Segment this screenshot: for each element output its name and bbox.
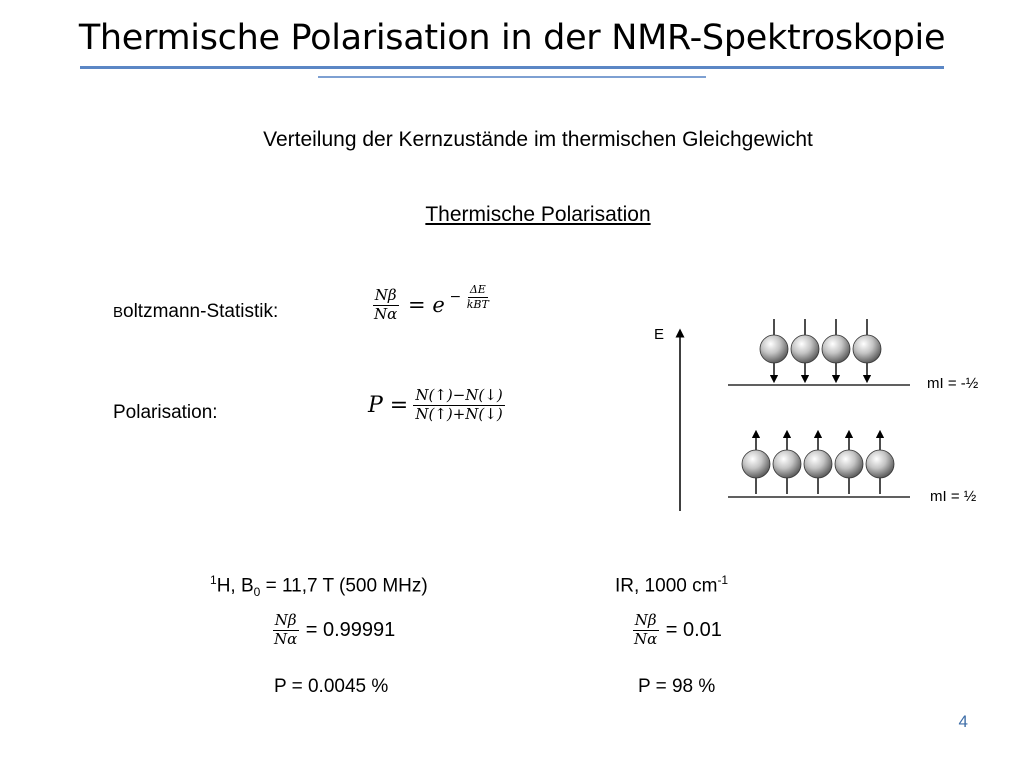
ir-ratio-value: = 0.01 xyxy=(665,618,722,641)
ir-header-sup: -1 xyxy=(717,573,729,587)
spin-down xyxy=(790,319,820,384)
nmr-header-sub: 0 xyxy=(253,585,261,600)
polarisation-frac: N(↑)−N(↓) N(↑)+N(↓) xyxy=(413,386,505,423)
boltzmann-ratio: Nβ Nα xyxy=(372,286,399,323)
spin-down xyxy=(821,319,851,384)
boltzmann-label: Boltzmann-Statistik: xyxy=(113,301,278,323)
nmr-ratio-num: Nβ xyxy=(272,611,299,631)
boltzmann-ratio-num: Nβ xyxy=(372,286,399,306)
boltzmann-exponent-frac: ΔE kBT xyxy=(465,284,491,310)
spin-up xyxy=(803,429,833,494)
ir-ratio: Nβ Nα = 0.01 xyxy=(632,611,722,648)
boltzmann-exponent-sign: − xyxy=(449,289,462,306)
boltzmann-exponent-den: kBT xyxy=(466,297,489,311)
nmr-header-rest: = 11,7 T (500 MHz) xyxy=(260,575,428,597)
nmr-header: 1H, B0 = 11,7 T (500 MHz) xyxy=(210,573,428,599)
energy-axis-label: E xyxy=(654,326,664,343)
ir-ratio-num: Nβ xyxy=(632,611,659,631)
nmr-ratio-value: = 0.99991 xyxy=(305,618,396,641)
spin-up xyxy=(834,429,864,494)
spin-up xyxy=(741,429,771,494)
boltzmann-exponent: − ΔE kBT xyxy=(450,284,491,310)
boltzmann-ratio-den: Nα xyxy=(374,304,398,323)
nmr-header-sup: 1 xyxy=(210,573,217,587)
spin-up xyxy=(772,429,802,494)
boltzmann-formula: Nβ Nα = e − ΔE kBT xyxy=(372,284,491,323)
lower-level-label: mI = ½ xyxy=(930,488,977,505)
nmr-ratio: Nβ Nα = 0.99991 xyxy=(272,611,396,648)
spin-down xyxy=(852,319,882,384)
spin-up xyxy=(865,429,895,494)
ir-ratio-frac: Nβ Nα xyxy=(632,611,659,648)
upper-level-label: mI = -½ xyxy=(927,375,979,392)
slide-title: Thermische Polarisation in der NMR-Spekt… xyxy=(78,18,946,58)
polarisation-num: N(↑)−N(↓) xyxy=(413,386,505,406)
boltzmann-label-rest: oltzmann-Statistik: xyxy=(123,301,279,322)
ir-header-text: IR, 1000 cm xyxy=(615,575,718,597)
upper-spin-group xyxy=(759,319,882,384)
nmr-polarisation-value: P = 0.0045 % xyxy=(274,676,389,697)
polarisation-lhs: P = xyxy=(368,392,409,418)
section-heading: Thermische Polarisation xyxy=(425,203,651,226)
polarisation-label: Polarisation: xyxy=(113,402,218,423)
subtitle: Verteilung der Kernzustände im thermisch… xyxy=(263,128,813,151)
ir-header: IR, 1000 cm-1 xyxy=(615,573,728,597)
ir-polarisation-value: P = 98 % xyxy=(638,676,716,697)
spin-down xyxy=(759,319,789,384)
boltzmann-exponent-num: ΔE xyxy=(467,283,488,298)
nmr-ratio-den: Nα xyxy=(274,629,298,648)
boltzmann-eq: = e xyxy=(408,293,445,318)
page-number: 4 xyxy=(958,712,968,731)
boltzmann-label-initial: B xyxy=(113,304,124,321)
nmr-header-h: H, B xyxy=(216,575,254,597)
polarisation-formula: P = N(↑)−N(↓) N(↑)+N(↓) xyxy=(368,386,505,423)
title-underline xyxy=(80,66,944,69)
energy-level-diagram: E mI = -½ mI = ½ xyxy=(654,319,979,511)
polarisation-den: N(↑)+N(↓) xyxy=(415,404,503,423)
lower-spin-group xyxy=(741,429,895,494)
ir-ratio-den: Nα xyxy=(634,629,658,648)
title-underline-short xyxy=(318,76,706,78)
nmr-ratio-frac: Nβ Nα xyxy=(272,611,299,648)
